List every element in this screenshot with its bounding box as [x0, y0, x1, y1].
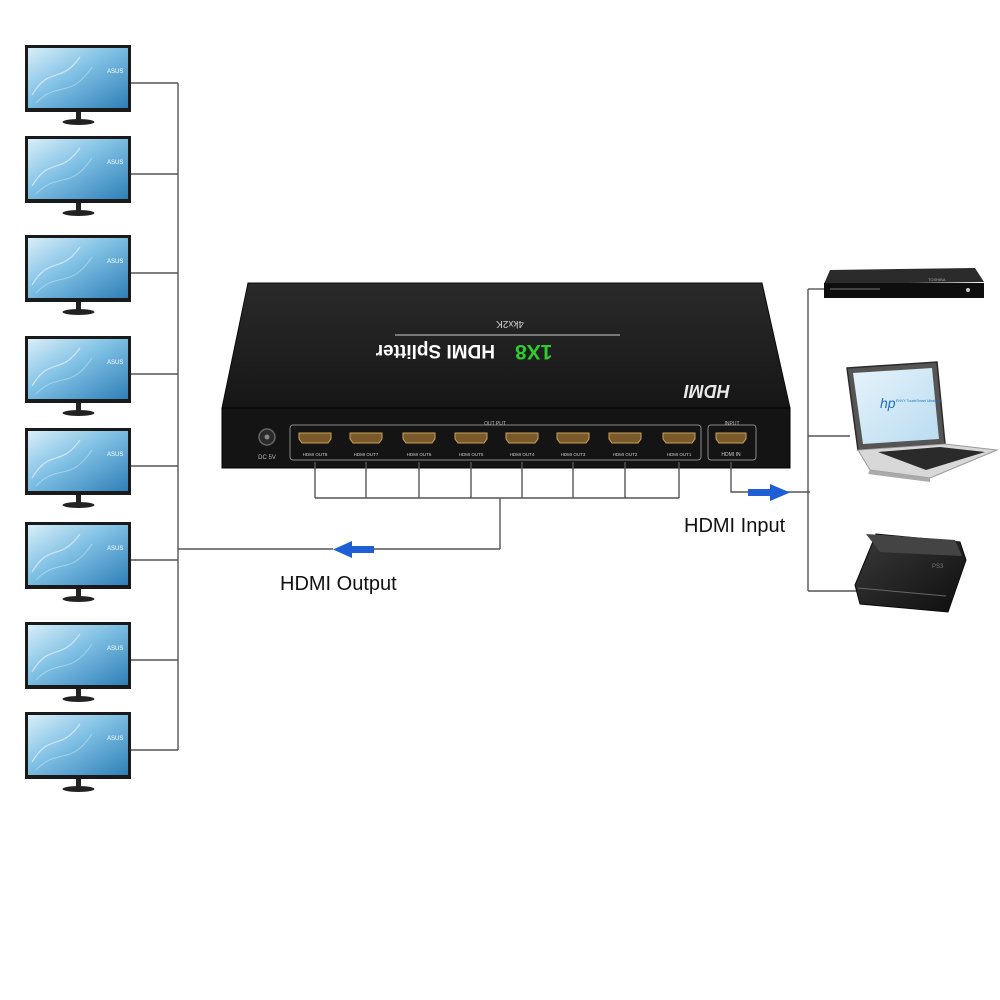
output-port: HDMI OUT4	[505, 432, 539, 457]
label-hdmi-output: HDMI Output	[280, 573, 397, 595]
hdmi-port-icon	[662, 432, 696, 444]
monitor-brand: ASUS	[107, 360, 123, 366]
input-port: HDMI IN	[715, 432, 747, 458]
monitor-brand: ASUS	[107, 452, 123, 458]
in-group-label: INPUT	[725, 421, 740, 427]
out-group-label: OUT PUT	[484, 421, 506, 427]
hdmi-splitter: HDMI Splitter 1X8 4kx2K HDMI DC 5V OUT P…	[221, 282, 791, 469]
output-port: HDMI OUT1	[662, 432, 696, 457]
port-wiring	[314, 462, 680, 549]
splitter-brand: HDMI	[683, 381, 730, 401]
monitor-brand: ASUS	[107, 160, 123, 166]
arrow-right-icon	[748, 484, 790, 501]
hdmi-port-icon	[608, 432, 642, 444]
monitor-brand: ASUS	[107, 259, 123, 265]
bluray-player-icon: TOSHIBA	[824, 268, 984, 298]
hdmi-port-icon	[298, 432, 332, 444]
output-ports: HDMI OUT8 HDMI OUT7 HDMI OUT6 HDMI OUT5 HDMI…	[298, 432, 696, 457]
laptop-sticker: ENVY TouchSmart Ultrabook	[896, 399, 942, 403]
hdmi-port-icon	[505, 432, 539, 444]
splitter-resolution: 4kx2K	[496, 318, 524, 329]
hdmi-port-icon	[349, 432, 383, 444]
output-port-label: HDMI OUT2	[613, 452, 638, 457]
monitor-brand: ASUS	[107, 736, 123, 742]
input-port-label: HDMI IN	[721, 452, 741, 458]
arrow-left-icon	[333, 541, 374, 558]
monitor-icon: ASUS	[25, 712, 131, 792]
monitor-icon: ASUS	[25, 45, 131, 125]
output-port-label: HDMI OUT7	[354, 452, 379, 457]
monitor-icon: ASUS	[25, 136, 131, 216]
output-port-label: HDMI OUT5	[459, 452, 484, 457]
output-port: HDMI OUT2	[608, 432, 642, 457]
hdmi-port-icon	[715, 432, 747, 444]
output-port: HDMI OUT8	[298, 432, 332, 457]
monitor-icon: ASUS	[25, 235, 131, 315]
splitter-title: HDMI Splitter	[375, 340, 495, 361]
monitor-column: ASUS ASUS ASUS ASUS ASUS ASUS ASUS ASUS	[25, 45, 131, 792]
monitor-brand: ASUS	[107, 646, 123, 652]
output-port: HDMI OUT3	[556, 432, 590, 457]
monitor-icon: ASUS	[25, 622, 131, 702]
splitter-model: 1X8	[515, 340, 553, 363]
output-port-label: HDMI OUT4	[510, 452, 535, 457]
output-port: HDMI OUT5	[454, 432, 488, 457]
output-port-label: HDMI OUT3	[561, 452, 586, 457]
monitor-icon: ASUS	[25, 336, 131, 416]
laptop-brand: hp	[880, 395, 896, 411]
output-wiring	[131, 82, 500, 751]
laptop-icon: hp ENVY TouchSmart Ultrabook	[846, 361, 999, 482]
monitor-icon: ASUS	[25, 428, 131, 508]
output-port-label: HDMI OUT1	[667, 452, 692, 457]
power-label: DC 5V	[258, 455, 276, 461]
hdmi-port-icon	[556, 432, 590, 444]
label-hdmi-input: HDMI Input	[684, 515, 786, 537]
output-port-label: HDMI OUT8	[303, 452, 328, 457]
output-port-label: HDMI OUT6	[407, 452, 432, 457]
console-brand: PS3	[932, 564, 944, 570]
game-console-icon: PS3	[854, 533, 967, 613]
output-port: HDMI OUT6	[402, 432, 436, 457]
monitor-brand: ASUS	[107, 546, 123, 552]
monitor-brand: ASUS	[107, 69, 123, 75]
monitor-icon: ASUS	[25, 522, 131, 602]
player-brand: TOSHIBA	[928, 277, 946, 282]
output-port: HDMI OUT7	[349, 432, 383, 457]
hdmi-port-icon	[454, 432, 488, 444]
hdmi-port-icon	[402, 432, 436, 444]
